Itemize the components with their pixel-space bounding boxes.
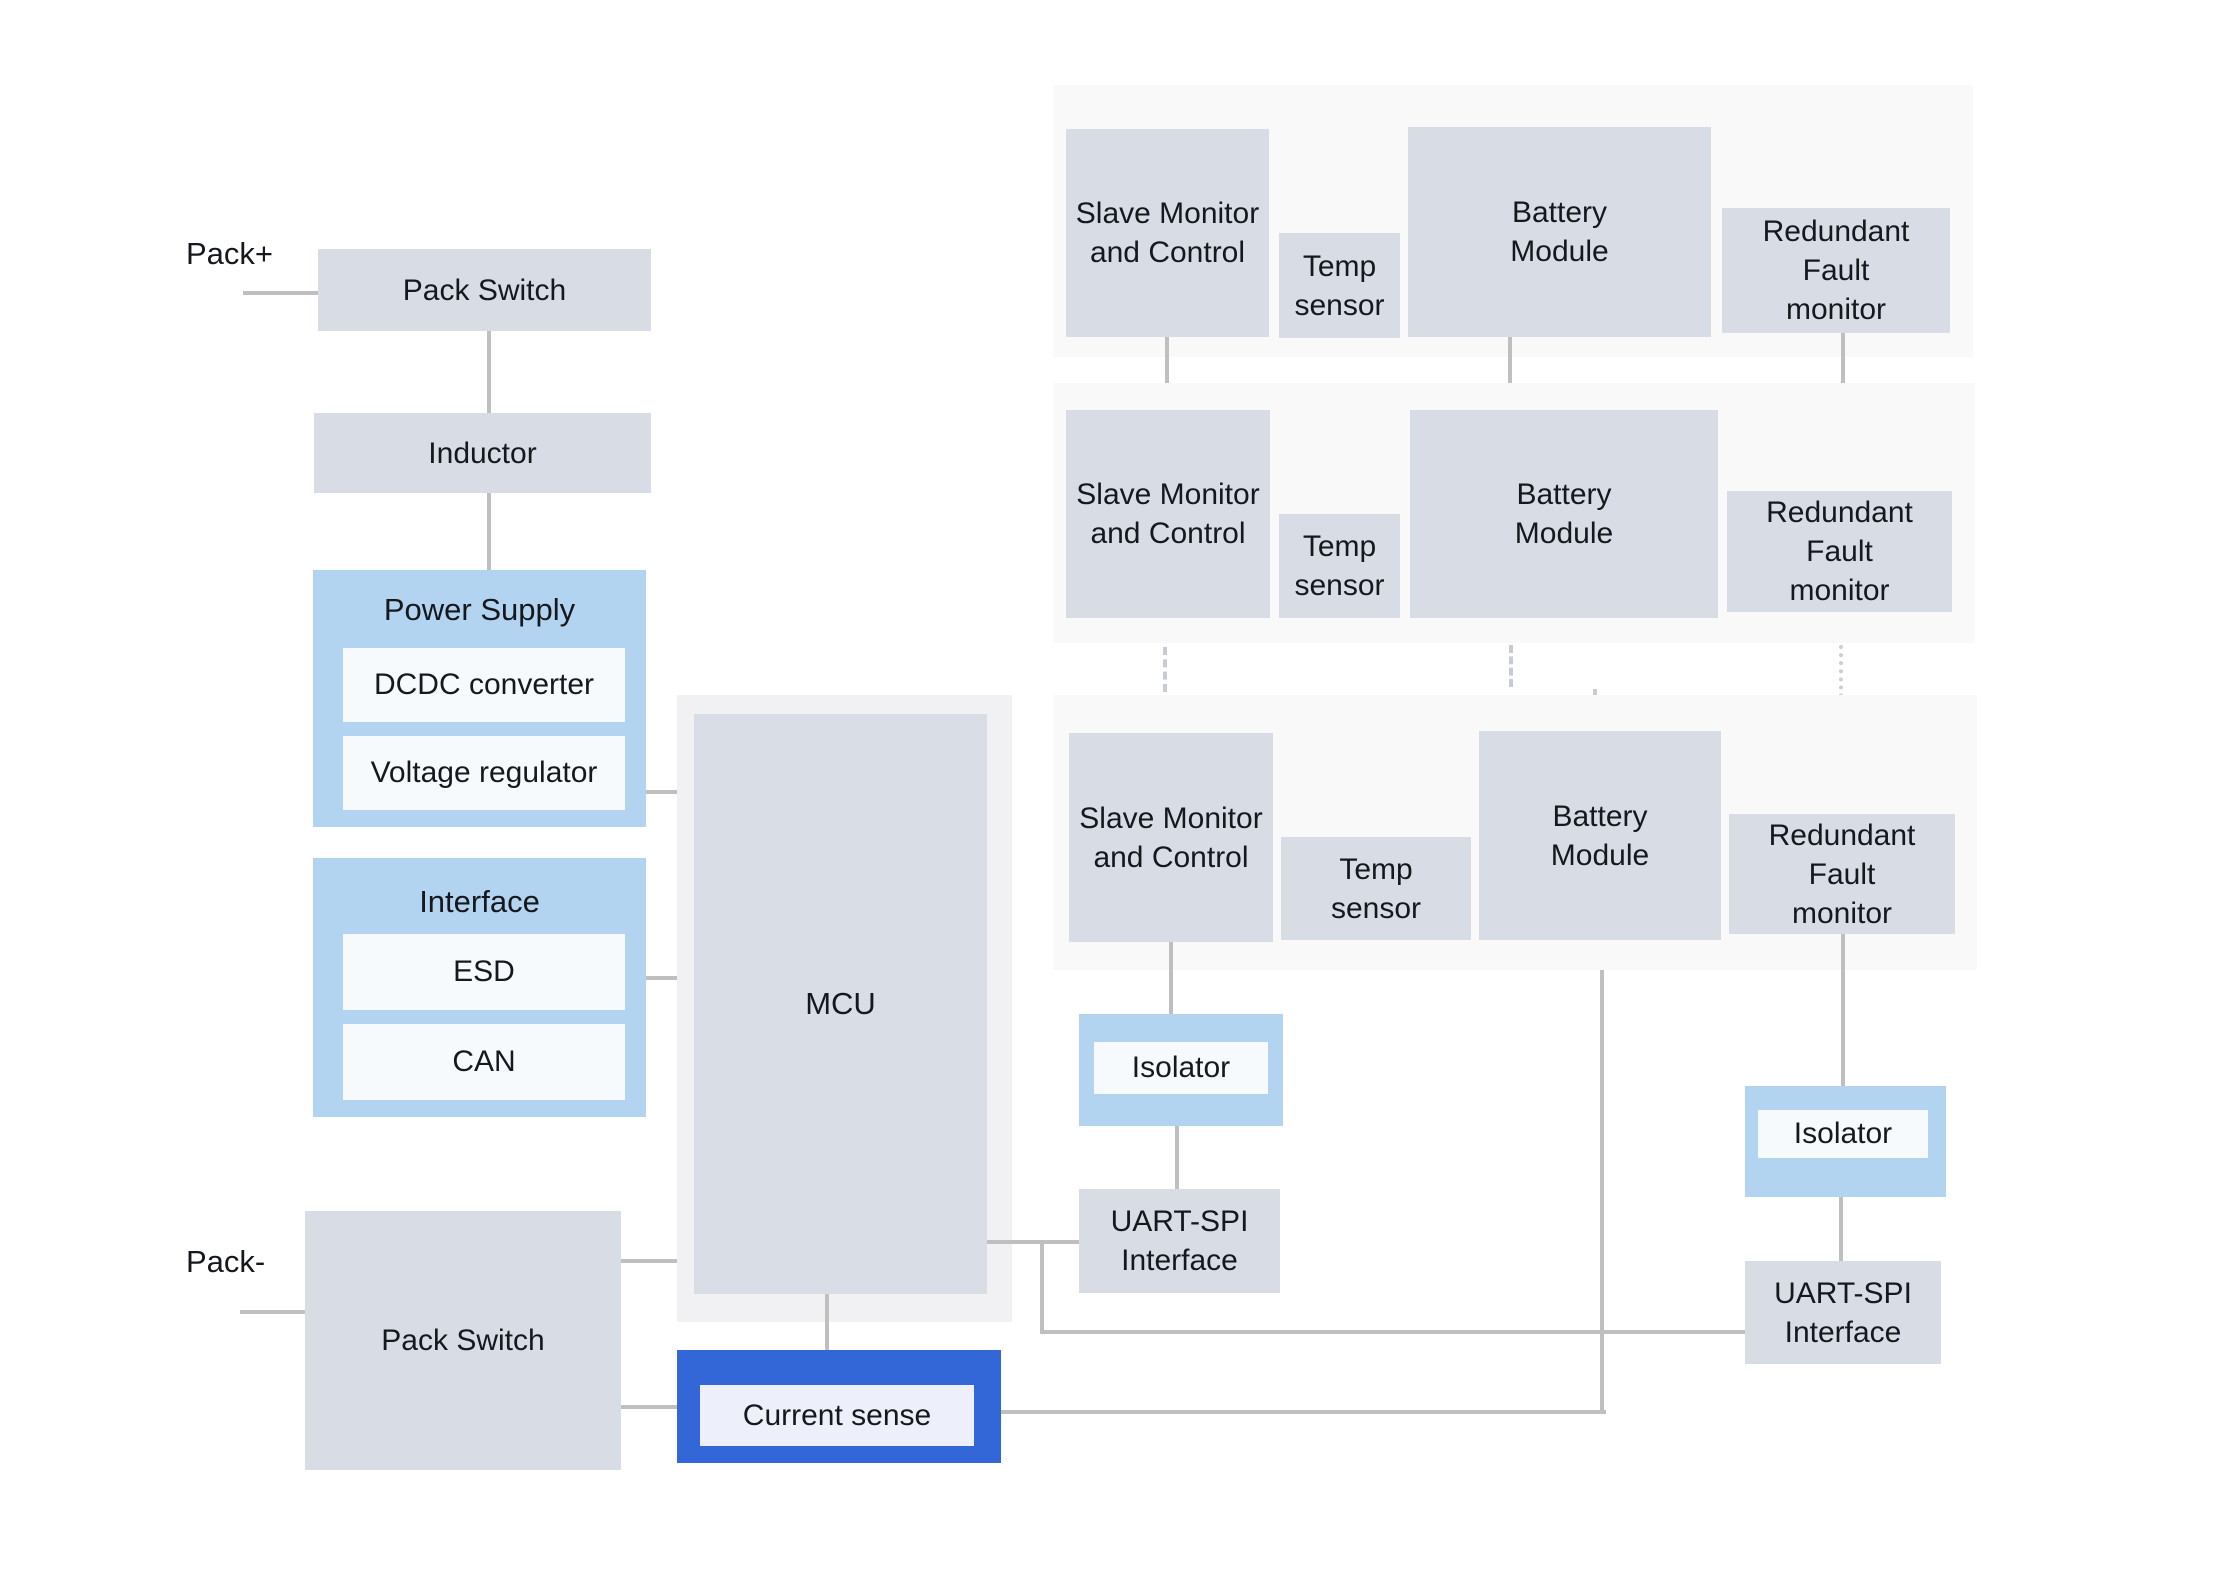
uart-spi-interface-box-left: UART-SPI Interface [1079,1189,1280,1293]
interface-title: Interface [419,884,540,919]
interface-group: Interface ESD CAN [313,858,646,1117]
connector-slave2-slave3-dashed [1163,647,1167,729]
connector-battery3-down [1600,940,1604,1414]
connector-battery1-battery2 [1508,337,1512,410]
isolator-right-group: Isolator [1745,1086,1946,1197]
isolator-left-group: Isolator [1079,1014,1283,1126]
connector-battery2-down-dashed [1509,645,1513,687]
connector-fault3-isolator-right [1841,934,1845,1086]
connector-powersupply-mcu [646,790,677,794]
pack-switch-bottom-box: Pack Switch [305,1211,621,1470]
connector-slave3-isolator [1169,942,1173,1014]
battery-module-box-3: Battery Module [1479,731,1721,940]
connector-currentsense-battery [1001,1410,1606,1414]
uart-spi-interface-box-right: UART-SPI Interface [1745,1261,1941,1364]
pack-switch-top-box: Pack Switch [318,249,651,331]
connector-packswitch-inductor [487,331,491,413]
temp-sensor-box-1: Temp sensor [1279,233,1400,338]
temp-sensor-box-2: Temp sensor [1279,514,1400,618]
connector-mcu-uart-left [987,1240,1079,1244]
temp-sensor-box-3: Temp sensor [1281,837,1471,940]
redundant-fault-monitor-box-1: Redundant Fault monitor [1722,208,1950,333]
connector-interface-mcu [646,976,677,980]
isolator-right-box: Isolator [1758,1110,1928,1158]
redundant-fault-monitor-box-2: Redundant Fault monitor [1727,491,1952,612]
power-supply-group: Power Supply DCDC converter Voltage regu… [313,570,646,827]
isolator-left-box: Isolator [1094,1042,1268,1094]
inductor-box: Inductor [314,413,651,493]
connector-packplus-packswitch [243,291,325,295]
current-sense-box: Current sense [700,1385,974,1446]
slave-monitor-box-1: Slave Monitor and Control [1066,129,1269,337]
connector-mcu-currentsense [825,1294,829,1350]
connector-inductor-powersupply [487,493,491,570]
redundant-fault-monitor-box-3: Redundant Fault monitor [1729,814,1955,934]
connector-isolator-uart-right [1839,1197,1843,1261]
connector-slave1-slave2 [1165,337,1169,410]
battery-module-box-1: Battery Module [1408,127,1711,337]
pack-plus-label: Pack+ [186,236,274,271]
connector-mcu-branch-down [1040,1240,1044,1332]
pack-minus-label: Pack- [186,1244,266,1279]
connector-packswitch-currentsense [621,1405,677,1409]
slave-monitor-box-2: Slave Monitor and Control [1066,410,1270,618]
slave-monitor-box-3: Slave Monitor and Control [1069,733,1273,942]
dcdc-converter-box: DCDC converter [343,648,625,722]
can-box: CAN [343,1024,625,1100]
connector-packswitch-mcu [621,1259,677,1263]
mcu-box: MCU [694,714,987,1294]
power-supply-title: Power Supply [383,592,576,627]
connector-mcu-uart-right [1040,1330,1745,1334]
battery-module-box-2: Battery Module [1410,410,1718,618]
voltage-regulator-box: Voltage regulator [343,736,625,810]
esd-box: ESD [343,934,625,1010]
connector-packminus-packswitch [240,1310,305,1314]
connector-isolator-uart-left [1175,1126,1179,1189]
